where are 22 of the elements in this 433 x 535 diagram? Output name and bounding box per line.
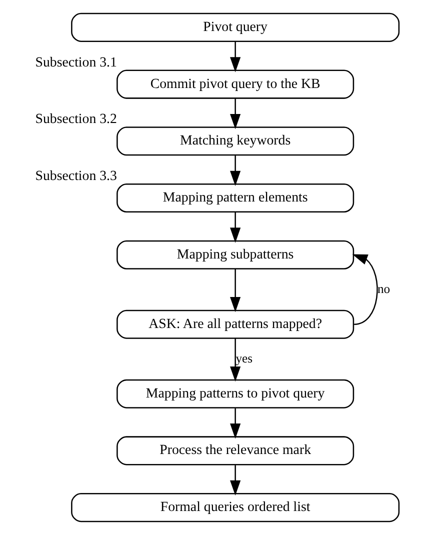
arrow bbox=[352, 254, 378, 325]
node-box: Mapping subpatterns bbox=[116, 240, 354, 270]
arrow bbox=[230, 98, 240, 130]
arrow bbox=[230, 269, 240, 312]
node-label: Subsection 3.2 bbox=[34, 112, 116, 128]
arrow bbox=[230, 156, 240, 186]
node-box: Formal queries ordered list bbox=[70, 493, 400, 522]
node-box: Process the relevance mark bbox=[116, 436, 354, 466]
node-box: Commit pivot query to the KB bbox=[116, 70, 354, 99]
arrow bbox=[230, 465, 240, 496]
node-box: Mapping patterns to pivot query bbox=[116, 379, 354, 408]
edge-label: yes bbox=[235, 351, 252, 366]
arrow bbox=[230, 408, 240, 439]
node-label: Subsection 3.1 bbox=[34, 55, 116, 70]
node-box: Matching keywords bbox=[116, 126, 354, 156]
arrow bbox=[230, 212, 240, 243]
arrow bbox=[230, 338, 240, 382]
arrow bbox=[230, 42, 240, 72]
node-label: Subsection 3.3 bbox=[34, 169, 116, 184]
node-box: Mapping pattern elements bbox=[116, 183, 354, 213]
node-box: Pivot query bbox=[70, 12, 400, 42]
node-box: ASK: Are all patterns mapped? bbox=[116, 310, 354, 339]
